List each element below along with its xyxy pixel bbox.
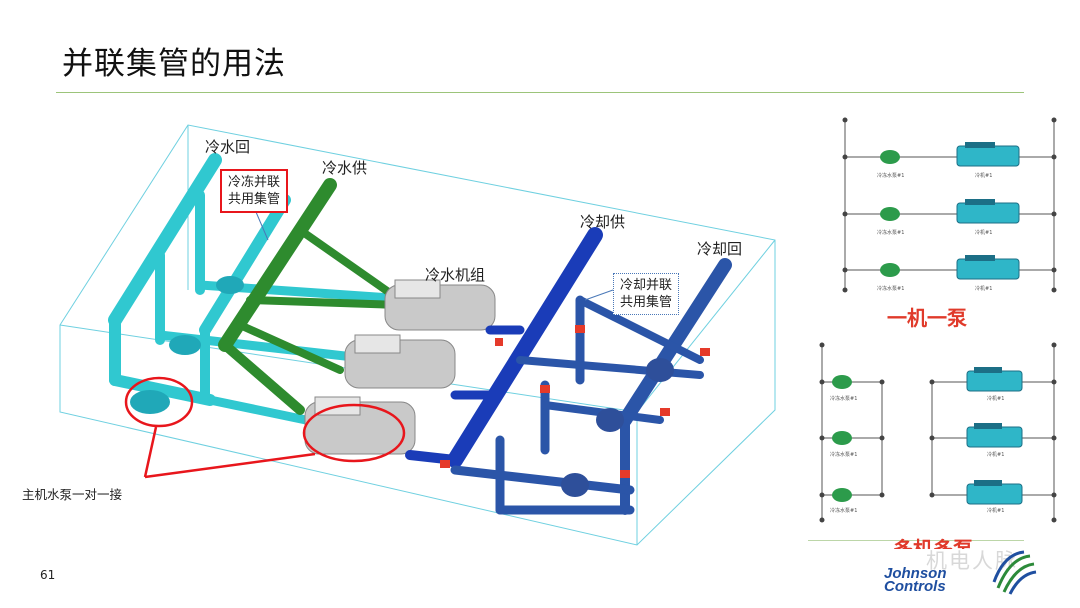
chilled-pumps xyxy=(130,276,244,414)
label-chilled-return: 冷水回 xyxy=(205,138,251,156)
title-divider xyxy=(56,92,1024,93)
pump-chiller-highlight xyxy=(124,376,406,479)
chiller-caption-2: 冷机#1 xyxy=(975,229,992,236)
label-cooling-return: 冷却回 xyxy=(697,240,743,258)
one-to-one-label: 一机一泵 xyxy=(887,306,967,330)
multi-label: 多机多泵 xyxy=(893,537,973,561)
logo-line2: Controls xyxy=(884,578,946,595)
cooling-supply-header xyxy=(405,227,603,468)
multi-chiller-caption-2: 冷机#1 xyxy=(987,451,1004,458)
cooling-pumps xyxy=(561,358,674,497)
label-chiller-units: 冷水机组 xyxy=(425,266,486,284)
slide-title: 并联集管的用法 xyxy=(62,46,286,82)
pump-caption-2: 冷冻水泵#1 xyxy=(877,229,904,236)
bottom-divider xyxy=(808,540,1024,541)
logo-line1: Johnson xyxy=(884,565,947,582)
cooling-return-header xyxy=(450,258,732,515)
pump-caption-3: 冷冻水泵#1 xyxy=(877,285,904,292)
cooling-header-note-line1: 冷却并联 xyxy=(620,278,673,293)
page-number: 61 xyxy=(40,568,56,582)
cooling-header-note: 冷却并联 共用集管 xyxy=(613,273,680,315)
label-chilled-supply: 冷水供 xyxy=(322,159,368,177)
multi-pump-caption-3: 冷冻水泵#1 xyxy=(830,507,857,514)
chilled-header-note-line1: 冷冻并联 xyxy=(228,175,281,190)
cooling-header-note-line2: 共用集管 xyxy=(620,295,673,310)
pump-match-note: 主机水泵一对一接 xyxy=(22,487,123,502)
johnson-controls-logo: Johnson Controls xyxy=(884,565,947,595)
chilled-header-note: 冷冻并联 共用集管 xyxy=(220,169,289,213)
multi-pump-caption-2: 冷冻水泵#1 xyxy=(830,451,857,458)
chilled-supply-header xyxy=(218,178,404,415)
valves xyxy=(440,325,710,478)
chiller-caption-1: 冷机#1 xyxy=(975,172,992,179)
label-cooling-supply: 冷却供 xyxy=(580,213,626,231)
logo-swirl-icon xyxy=(992,550,1037,595)
multi-pump-caption-1: 冷冻水泵#1 xyxy=(830,395,857,402)
one-to-one-schematic: 冷冻水泵#1 冷冻水泵#1 冷冻水泵#1 冷机#1 冷机#1 冷机#1 xyxy=(842,117,1057,293)
chiller-caption-3: 冷机#1 xyxy=(975,285,992,292)
pump-caption-1: 冷冻水泵#1 xyxy=(877,172,904,179)
multi-schematic: 冷冻水泵#1 冷冻水泵#1 冷冻水泵#1 冷机#1 冷机#1 冷机#1 xyxy=(819,342,1057,523)
callout-arrows xyxy=(255,211,614,301)
multi-chiller-caption-3: 冷机#1 xyxy=(987,507,1004,514)
multi-chiller-caption-1: 冷机#1 xyxy=(987,395,1004,402)
chillers xyxy=(304,279,496,455)
chilled-header-note-line2: 共用集管 xyxy=(228,192,281,207)
